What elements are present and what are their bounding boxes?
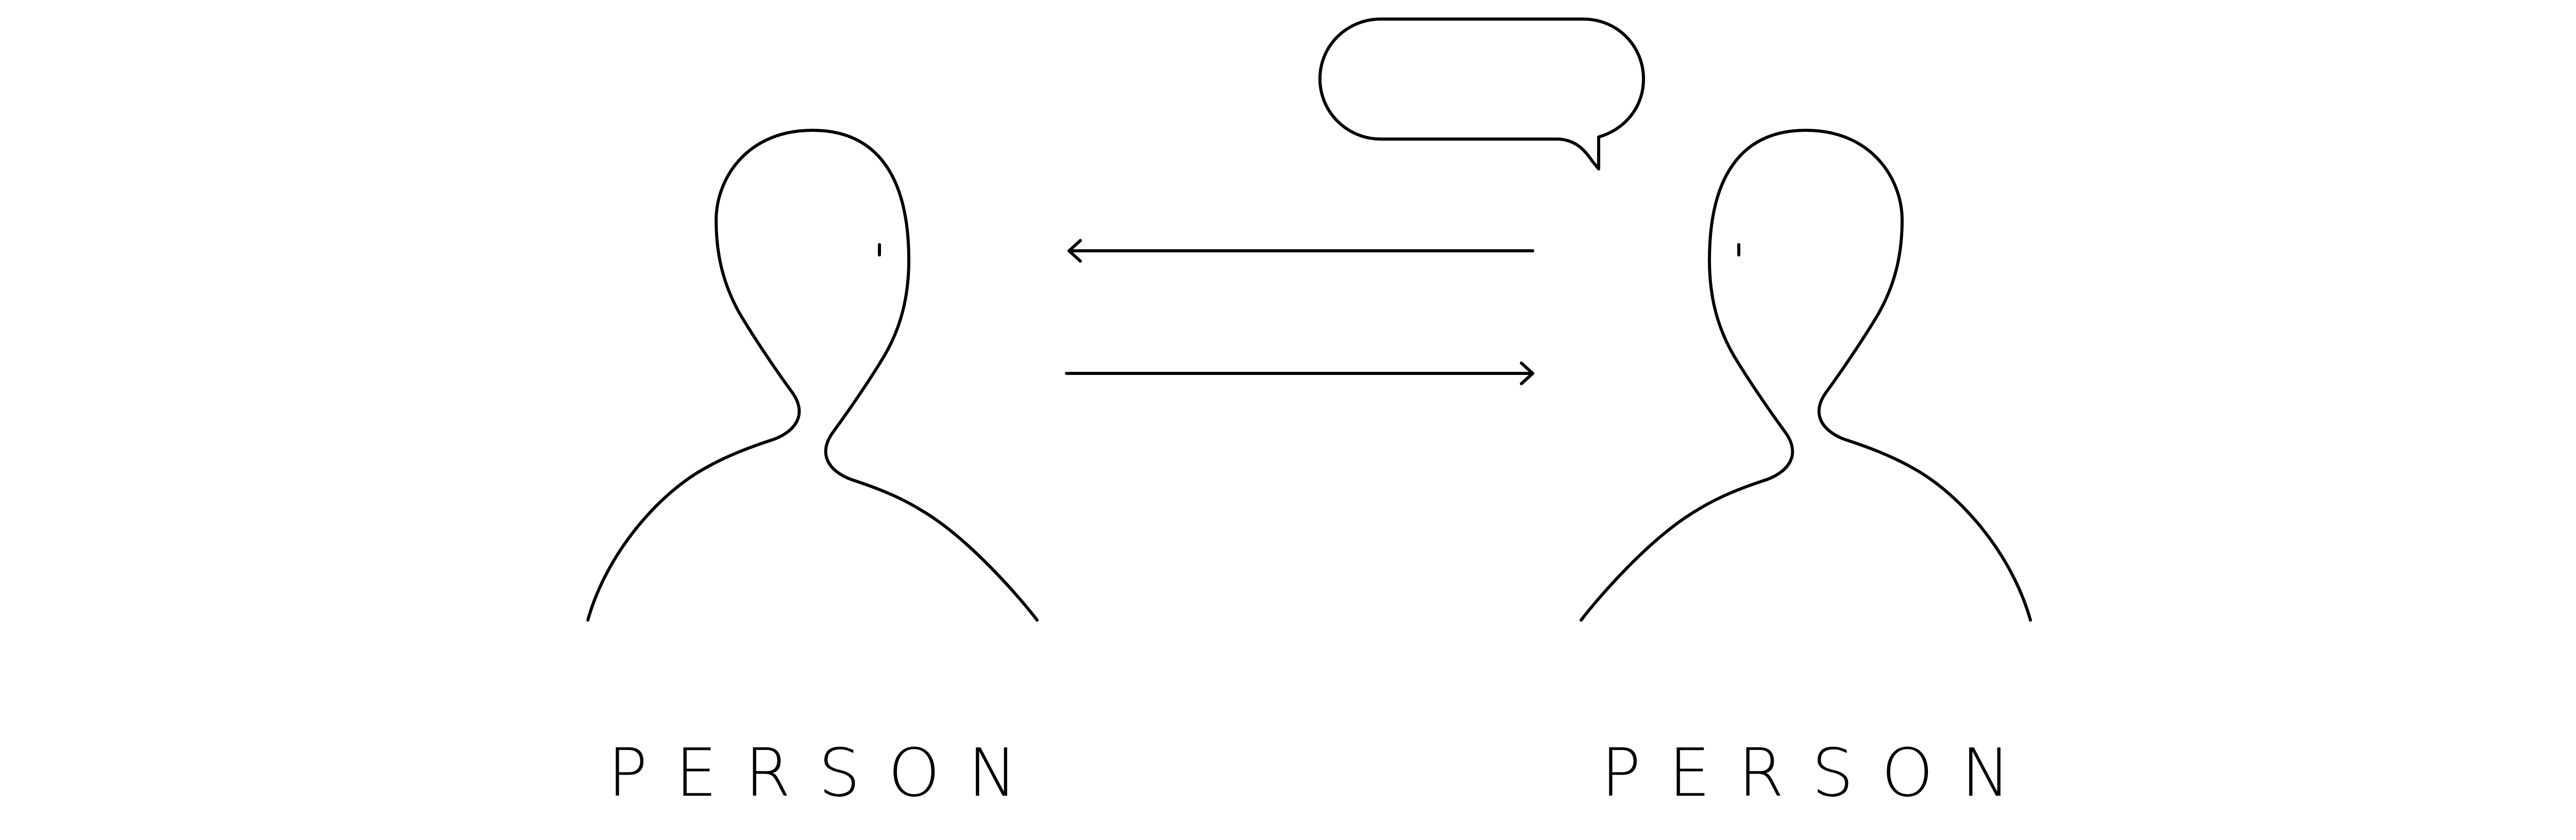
right-person (1580, 129, 2032, 622)
left-person-outline (586, 129, 1039, 622)
left-person (586, 129, 1039, 622)
right-person-label: PERSON (1601, 735, 2039, 812)
left-person-label: PERSON (608, 735, 1045, 812)
right-person-outline (1580, 129, 2032, 622)
arrow-to-left-person (1067, 239, 1534, 263)
arrow-right-head-icon (1520, 362, 1534, 385)
arrow-to-right-person (1065, 362, 1534, 385)
arrow-left-head-icon (1067, 239, 1082, 263)
speech-bubble-icon (1318, 18, 1645, 170)
